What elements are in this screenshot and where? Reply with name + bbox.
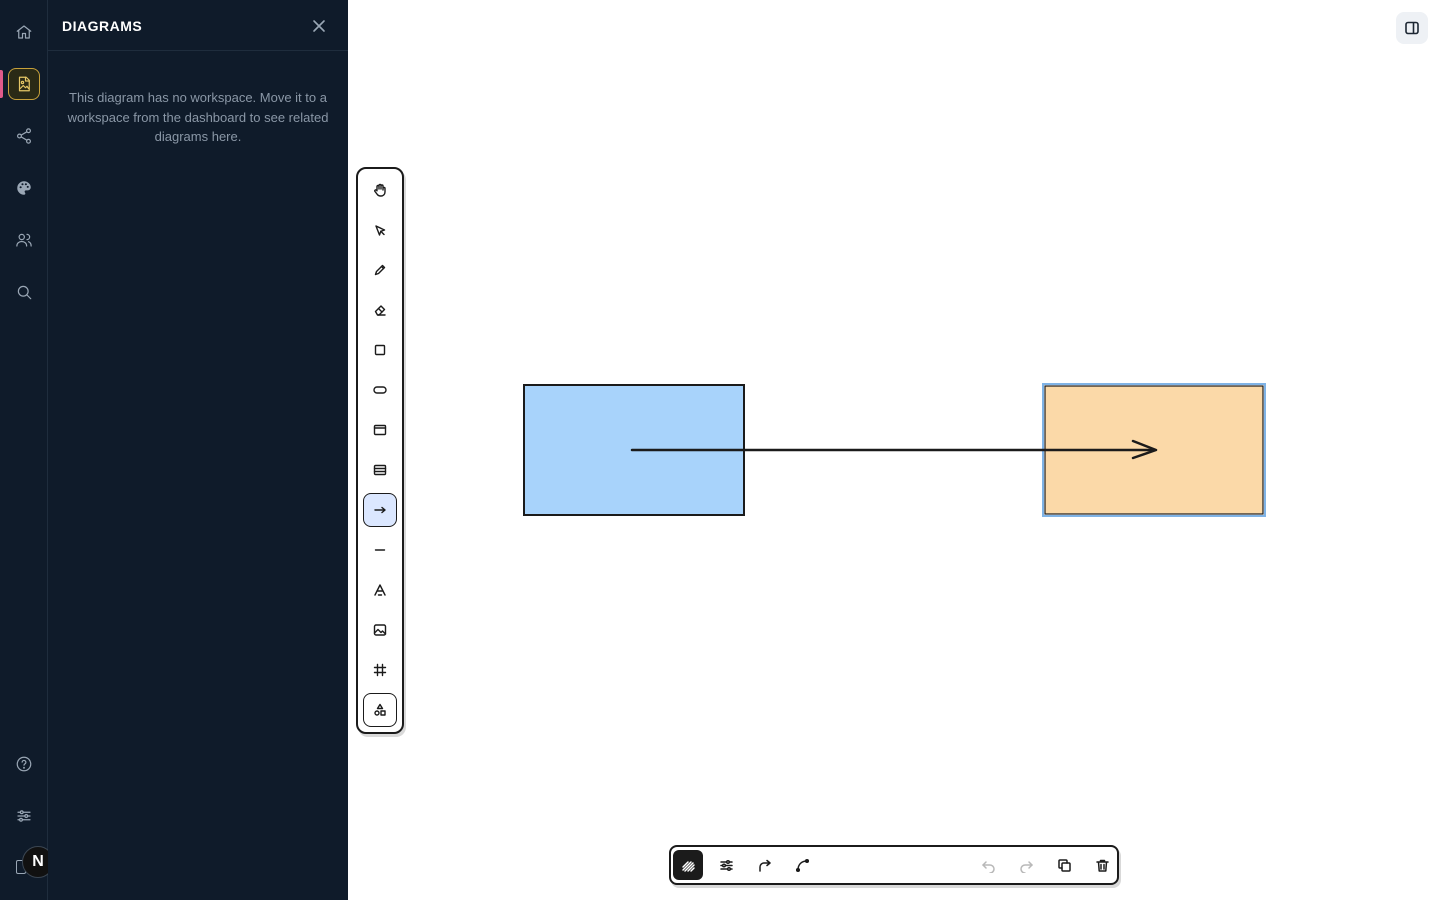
tool-palette [356, 167, 404, 734]
home-icon[interactable] [8, 16, 40, 48]
help-icon[interactable] [8, 748, 40, 780]
image-icon[interactable] [363, 613, 397, 647]
selection-outline [1042, 383, 1266, 517]
eraser-icon[interactable] [363, 293, 397, 327]
style-settings-icon[interactable] [711, 850, 741, 880]
undo-icon[interactable] [973, 850, 1003, 880]
panel-header: DIAGRAMS [48, 0, 348, 51]
rectangle-icon[interactable] [363, 333, 397, 367]
pencil-icon[interactable] [363, 253, 397, 287]
blue-rectangle[interactable] [523, 384, 745, 516]
arrow-tool-icon[interactable] [363, 493, 397, 527]
frame-icon[interactable] [363, 653, 397, 687]
drawing-canvas[interactable] [348, 0, 1440, 900]
settings-sliders-icon[interactable] [8, 800, 40, 832]
palette-icon[interactable] [8, 172, 40, 204]
connector-arrow[interactable] [630, 439, 1158, 460]
app-rail: N [0, 0, 54, 900]
element-toolbar [669, 845, 1119, 885]
shapes-library-icon[interactable] [363, 693, 397, 727]
bezier-curve-icon[interactable] [787, 850, 817, 880]
text-icon[interactable] [363, 573, 397, 607]
sidebar-toggle-icon[interactable] [1396, 12, 1428, 44]
redo-icon[interactable] [1011, 850, 1041, 880]
users-icon[interactable] [8, 224, 40, 256]
diagrams-panel: DIAGRAMS This diagram has no workspace. … [48, 0, 348, 900]
canvas-drawing [523, 383, 1266, 517]
line-icon[interactable] [363, 533, 397, 567]
ellipse-icon[interactable] [363, 373, 397, 407]
close-icon[interactable] [310, 17, 328, 35]
share-icon[interactable] [8, 120, 40, 152]
select-pointer-icon[interactable] [363, 213, 397, 247]
duplicate-icon[interactable] [1049, 850, 1079, 880]
delete-icon[interactable] [1087, 850, 1117, 880]
diagram-icon[interactable] [8, 68, 40, 100]
table-icon[interactable] [363, 453, 397, 487]
window-icon[interactable] [363, 413, 397, 447]
search-icon[interactable] [8, 276, 40, 308]
curved-arrow-icon[interactable] [749, 850, 779, 880]
orange-rectangle[interactable] [1044, 385, 1264, 515]
active-indicator [0, 70, 3, 98]
sketch-style-icon[interactable] [673, 850, 703, 880]
panel-title: DIAGRAMS [62, 18, 143, 34]
empty-state-message: This diagram has no workspace. Move it t… [67, 90, 329, 144]
hand-icon[interactable] [363, 173, 397, 207]
